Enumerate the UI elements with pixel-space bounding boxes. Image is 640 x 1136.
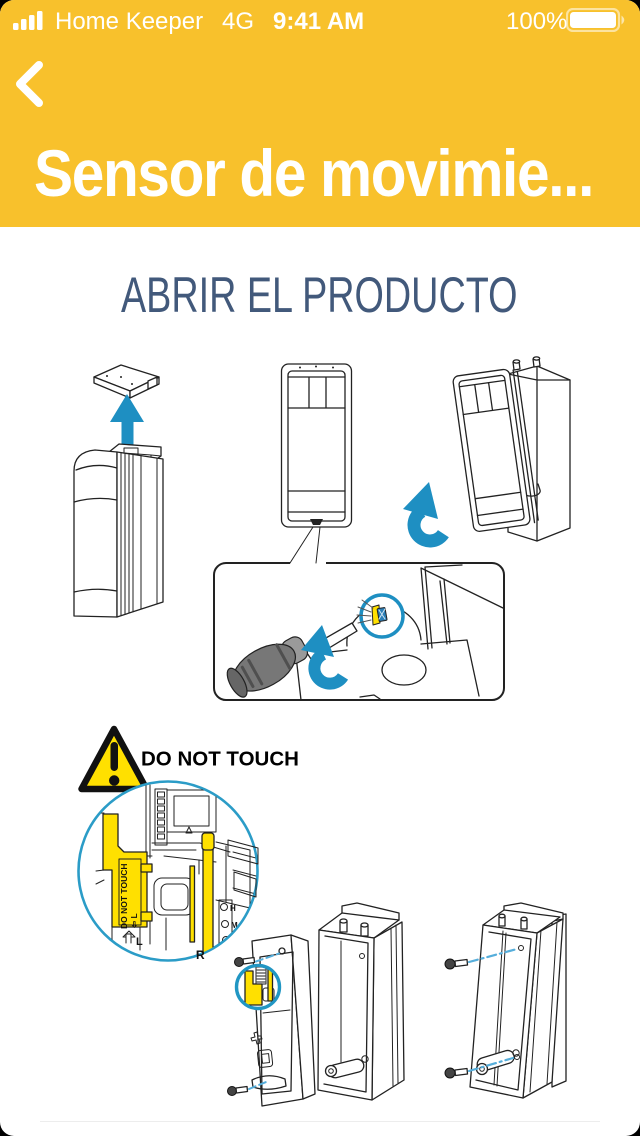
svg-text:R: R: [196, 948, 205, 962]
svg-text:L: L: [232, 938, 237, 947]
svg-text:DO NOT TOUCH: DO NOT TOUCH: [119, 864, 129, 929]
svg-text:⇦ L: ⇦ L: [129, 913, 139, 929]
svg-text:L: L: [136, 936, 143, 948]
svg-text:M: M: [231, 921, 238, 930]
svg-text:H: H: [230, 904, 236, 913]
svg-text:DO NOT TOUCH: DO NOT TOUCH: [141, 748, 299, 771]
